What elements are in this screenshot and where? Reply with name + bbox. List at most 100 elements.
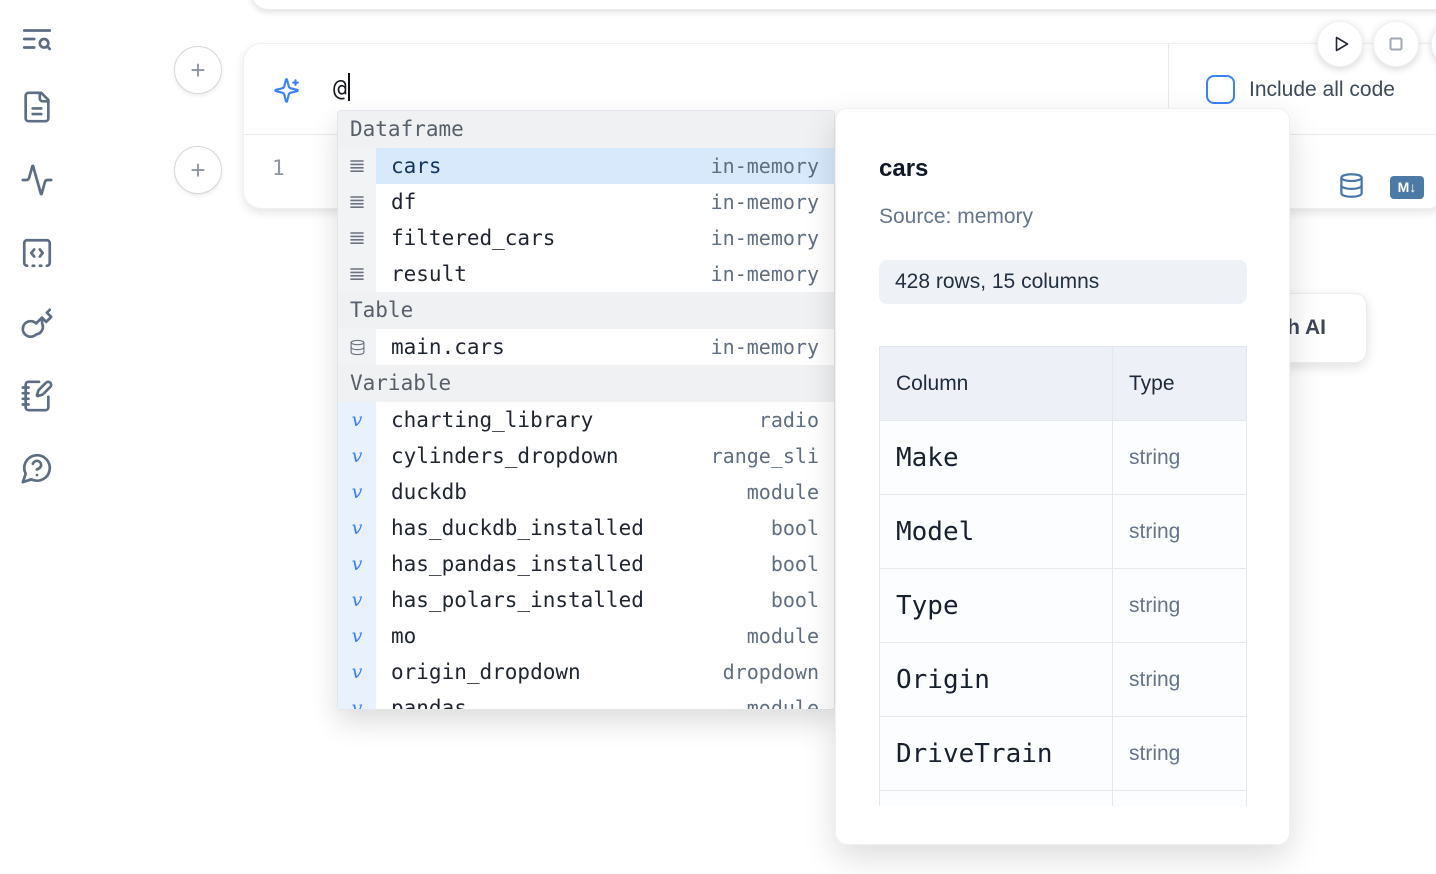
autocomplete-item[interactable]: result in-memory	[338, 256, 834, 292]
column-type: string	[1129, 445, 1181, 469]
column-type: string	[1129, 741, 1181, 765]
autocomplete-item[interactable]: v duckdb module	[338, 474, 834, 510]
schema-header-row: Column Type	[880, 347, 1247, 421]
variable-icon: v	[351, 409, 363, 431]
autocomplete-item[interactable]: v charting_library radio	[338, 402, 834, 438]
item-name: has_polars_installed	[391, 588, 644, 612]
add-cell-button-bottom[interactable]: +	[174, 146, 222, 194]
add-cell-button-top[interactable]: +	[174, 46, 222, 94]
item-type: in-memory	[710, 226, 819, 250]
schema-row: DriveTrain string	[880, 717, 1247, 791]
column-header: Column	[896, 371, 969, 395]
item-name: has_pandas_installed	[391, 552, 644, 576]
autocomplete-item[interactable]: cars in-memory	[338, 148, 834, 184]
autocomplete-section-header: Dataframe	[338, 111, 834, 148]
item-type: in-memory	[710, 335, 819, 359]
shape-badge: 428 rows, 15 columns	[879, 260, 1247, 304]
item-type: dropdown	[722, 660, 819, 684]
file-text-icon[interactable]	[19, 90, 55, 126]
sparkles-icon	[273, 77, 300, 104]
preview-source: Source: memory	[879, 205, 1034, 228]
activity-icon[interactable]	[19, 163, 55, 199]
autocomplete-item[interactable]: v has_polars_installed bool	[338, 582, 834, 618]
dataframe-preview-popover: cars Source: memory 428 rows, 15 columns…	[835, 108, 1290, 845]
column-name: Type	[896, 590, 959, 621]
item-name: duckdb	[391, 480, 467, 504]
variable-icon: v	[351, 661, 363, 683]
item-type: in-memory	[710, 154, 819, 178]
dataframe-icon	[350, 267, 364, 280]
autocomplete-item[interactable]: filtered_cars in-memory	[338, 220, 834, 256]
dataframe-icon	[350, 159, 364, 172]
item-type: radio	[758, 408, 819, 432]
column-type: string	[1129, 519, 1181, 543]
autocomplete-item[interactable]: main.cars in-memory	[338, 329, 834, 365]
autocomplete-item[interactable]: v cylinders_dropdown range_sli	[338, 438, 834, 474]
run-cell-button[interactable]	[1317, 21, 1363, 67]
variable-icon: v	[351, 697, 363, 710]
autocomplete-item[interactable]: v origin_dropdown dropdown	[338, 654, 834, 690]
ai-prompt-input[interactable]: @	[333, 73, 350, 107]
variable-icon: v	[351, 445, 363, 467]
list-search-icon[interactable]	[19, 22, 55, 58]
schema-row	[880, 791, 1247, 806]
markdown-badge[interactable]: M↓	[1390, 176, 1424, 199]
notebook-pen-icon[interactable]	[19, 379, 55, 415]
item-type: bool	[770, 588, 819, 612]
column-name: Origin	[896, 664, 990, 695]
variable-icon: v	[351, 589, 363, 611]
item-type: range_sli	[710, 444, 819, 468]
ai-input-value: @	[333, 76, 347, 102]
column-name: DriveTrain	[896, 738, 1053, 769]
item-name: has_duckdb_installed	[391, 516, 644, 540]
schema-row: Origin string	[880, 643, 1247, 717]
schema-row: Type string	[880, 569, 1247, 643]
autocomplete-item[interactable]: v mo module	[338, 618, 834, 654]
column-type: string	[1129, 667, 1181, 691]
item-name: cars	[391, 154, 442, 178]
autocomplete-item[interactable]: v has_pandas_installed bool	[338, 546, 834, 582]
include-all-code-area: Include all code	[1168, 44, 1436, 135]
help-chat-icon[interactable]	[19, 451, 55, 487]
item-name: cylinders_dropdown	[391, 444, 619, 468]
item-type: bool	[770, 516, 819, 540]
column-name: Model	[896, 516, 975, 547]
item-name: mo	[391, 624, 417, 648]
text-cursor	[347, 73, 350, 101]
code-cell[interactable]: 1 M↓	[244, 135, 1436, 209]
autocomplete-item[interactable]: v pandas module	[338, 690, 834, 710]
schema-row: Model string	[880, 495, 1247, 569]
variable-icon: v	[351, 481, 363, 503]
database-icon[interactable]	[1338, 172, 1365, 199]
column-name: Make	[896, 442, 959, 473]
item-name: main.cars	[391, 335, 505, 359]
type-header: Type	[1129, 371, 1175, 395]
item-type: bool	[770, 552, 819, 576]
previous-cell-edge	[250, 0, 1436, 10]
table-database-icon	[350, 339, 364, 355]
snippets-code-icon[interactable]	[19, 236, 55, 272]
item-type: module	[746, 480, 819, 504]
item-name: filtered_cars	[391, 226, 556, 250]
variable-icon: v	[351, 625, 363, 647]
stop-button[interactable]	[1373, 21, 1419, 67]
preview-title: cars	[879, 155, 929, 182]
item-type: module	[746, 624, 819, 648]
dataframe-icon	[350, 195, 364, 208]
schema-row: Make string	[880, 421, 1247, 495]
item-name: charting_library	[391, 408, 594, 432]
item-type: module	[746, 696, 819, 710]
line-number: 1	[272, 156, 285, 180]
column-type: string	[1129, 593, 1181, 617]
item-name: origin_dropdown	[391, 660, 581, 684]
variable-icon: v	[351, 553, 363, 575]
include-all-code-checkbox[interactable]	[1206, 75, 1235, 104]
item-name: pandas	[391, 696, 467, 710]
key-icon[interactable]	[19, 307, 55, 343]
item-type: in-memory	[710, 262, 819, 286]
autocomplete-section-header: Table	[338, 292, 834, 329]
item-name: result	[391, 262, 467, 286]
